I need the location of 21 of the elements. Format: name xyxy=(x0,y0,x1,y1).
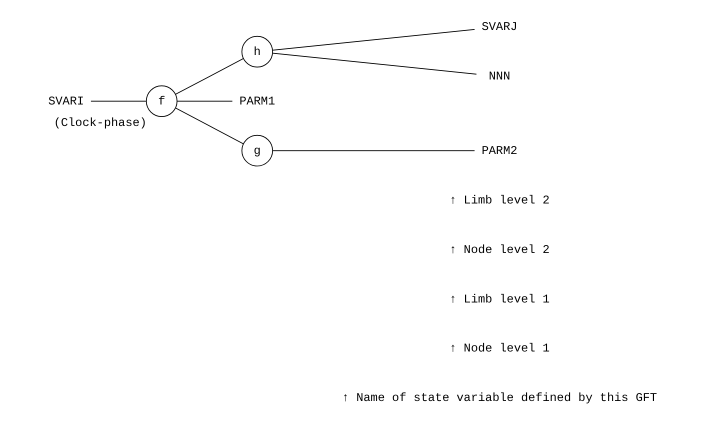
connector xyxy=(90,100,147,102)
connector xyxy=(272,52,477,75)
connector xyxy=(175,58,244,95)
label: ↑ Node level 2 xyxy=(449,242,550,257)
node-text: NNN xyxy=(488,70,510,84)
node-circle: f xyxy=(146,85,178,117)
node-text: SVARJ xyxy=(482,20,518,34)
connector xyxy=(175,108,244,144)
label: ↑ Node level 1 xyxy=(449,342,550,356)
label: ↑ Limb level 2 xyxy=(449,193,550,208)
node-label: (Clock-phase) xyxy=(54,116,147,130)
connector xyxy=(272,150,476,152)
connector xyxy=(176,100,233,102)
node-circle: h xyxy=(241,36,274,68)
node-text: PARM1 xyxy=(239,94,276,108)
connector xyxy=(272,29,476,51)
node-text: PARM2 xyxy=(482,144,518,158)
label: ↑ Name of state variable defined by this GFT xyxy=(342,391,658,406)
node-text: SVARI xyxy=(48,94,84,108)
label: ↑ Limb level 1 xyxy=(449,292,550,306)
node-circle: g xyxy=(241,134,274,166)
